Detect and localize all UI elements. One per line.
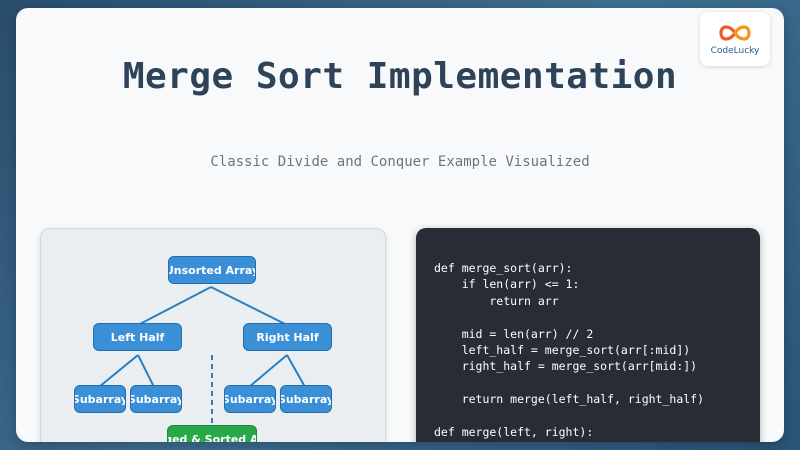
infinity-logo-icon [719,25,751,41]
node-merged-sorted-array: Merged & Sorted Array [167,425,257,442]
node-left-half: Left Half [93,323,182,351]
diagram-panel: Unsorted Array Left Half Right Half Suba… [40,228,386,442]
connector-left-sub2 [137,354,155,388]
node-unsorted-array: Unsorted Array [168,256,256,284]
connector-right-sub4 [286,354,306,388]
page-subtitle: Classic Divide and Conquer Example Visua… [210,154,590,170]
logo-text: CodeLucky [710,46,760,56]
node-subarray-2: Subarray [130,385,182,413]
main-card: CodeLucky Merge Sort Implementation Clas… [16,8,784,442]
node-subarray-1: Subarray [74,385,126,413]
connector-root-left [137,286,212,326]
node-subarray-4: Subarray [280,385,332,413]
connector-right-sub3 [248,354,288,388]
node-right-half: Right Half [243,323,332,351]
code-panel: def merge_sort(arr): if len(arr) <= 1: r… [416,228,760,442]
code-block: def merge_sort(arr): if len(arr) <= 1: r… [434,261,705,442]
diagram-connectors [98,286,306,425]
page-title: Merge Sort Implementation [122,56,678,97]
node-subarray-3: Subarray [224,385,276,413]
connector-left-sub1 [98,354,139,388]
connector-root-right [210,286,288,326]
codelucky-logo[interactable]: CodeLucky [700,12,770,66]
